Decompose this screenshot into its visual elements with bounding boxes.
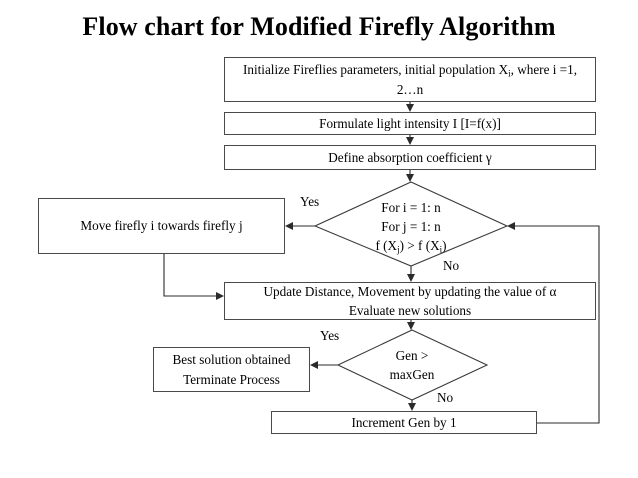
node-initialize[interactable]: Initialize Fireflies parameters, initial…	[224, 57, 596, 102]
node-increment-gen[interactable]: Increment Gen by 1	[271, 411, 537, 434]
arrowhead-update-distance-left	[216, 292, 224, 300]
edge-label-loop-no: No	[443, 258, 460, 273]
node-update-distance[interactable]: Update Distance, Movement by updating th…	[224, 282, 596, 320]
node-best-solution-line-2: Terminate Process	[183, 371, 280, 387]
arrowhead-loop-decision-right	[507, 222, 515, 230]
loop-decision-shape	[313, 181, 509, 267]
node-initialize-line-1: Initialize Fireflies parameters, initial…	[242, 61, 578, 79]
edge-label-gen-yes: Yes	[320, 328, 340, 343]
node-move-firefly-line-1: Move firefly i towards firefly j	[80, 218, 243, 234]
arrowhead-best-solution	[310, 361, 318, 369]
arrowhead-increment-gen	[408, 403, 416, 411]
edge-label-loop-yes: Yes	[300, 194, 320, 209]
node-update-distance-line-1: Update Distance, Movement by updating th…	[263, 283, 557, 299]
node-absorption-coefficient[interactable]: Define absorption coefficient γ	[224, 145, 596, 170]
node-formulate-intensity[interactable]: Formulate light intensity I [I=f(x)]	[224, 112, 596, 135]
node-increment-gen-line-1: Increment Gen by 1	[351, 414, 457, 430]
gen-decision-shape	[336, 329, 489, 401]
arrowhead-absorption	[406, 137, 414, 145]
node-initialize-line-2: 2…n	[396, 82, 424, 98]
connector-move-firefly-to-update	[163, 254, 218, 297]
node-best-solution[interactable]: Best solution obtained Terminate Process	[153, 347, 310, 392]
arrowhead-update-distance-top	[407, 274, 415, 282]
connector-increment-to-loop	[513, 225, 600, 424]
arrowhead-loop-decision	[406, 174, 414, 182]
arrowhead-gen-decision	[407, 322, 415, 330]
arrowhead-formulate	[406, 104, 414, 112]
edge-label-gen-no: No	[437, 390, 454, 405]
page-title: Flow chart for Modified Firefly Algorith…	[82, 12, 556, 41]
node-formulate-intensity-line-1: Formulate light intensity I [I=f(x)]	[319, 115, 501, 131]
node-best-solution-line-1: Best solution obtained	[172, 352, 291, 368]
arrowhead-move-firefly	[285, 222, 293, 230]
node-update-distance-line-2: Evaluate new solutions	[348, 303, 472, 318]
node-move-firefly[interactable]: Move firefly i towards firefly j	[38, 198, 285, 254]
node-absorption-coefficient-line-1: Define absorption coefficient γ	[328, 149, 492, 165]
